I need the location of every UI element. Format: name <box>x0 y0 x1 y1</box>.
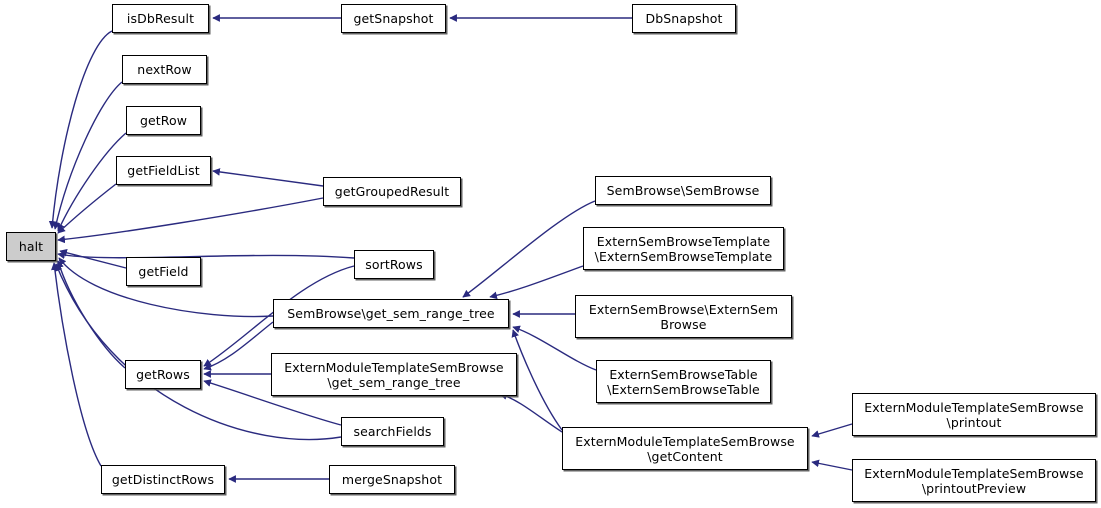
node-getField[interactable]: getField <box>126 257 201 286</box>
node-semBrowse[interactable]: SemBrowse\SemBrowse <box>595 176 771 205</box>
edge-searchFields-to-halt <box>54 263 342 441</box>
node-nextRow[interactable]: nextRow <box>122 55 207 84</box>
edge-getField-to-halt <box>59 249 127 269</box>
node-extModRangeTree[interactable]: ExternModuleTemplateSemBrowse \get_sem_r… <box>271 353 517 396</box>
node-getRows[interactable]: getRows <box>125 360 201 389</box>
node-extSemBrowse[interactable]: ExternSemBrowse\ExternSem Browse <box>575 295 792 338</box>
node-sortRows[interactable]: sortRows <box>354 250 434 279</box>
edge-getGroupedResult-to-getFieldList <box>212 168 324 187</box>
edge-semBrowse-to-semRangeTree <box>462 200 596 298</box>
node-printoutPreview[interactable]: ExternModuleTemplateSemBrowse \printoutP… <box>852 459 1096 502</box>
edge-getFieldList-to-halt <box>57 183 117 234</box>
node-searchFields[interactable]: searchFields <box>341 417 444 446</box>
node-extSemTemplate[interactable]: ExternSemBrowseTemplate \ExternSemBrowse… <box>583 227 784 270</box>
edge-getRows-to-halt <box>56 260 126 369</box>
edge-isDbResult-to-halt <box>48 30 113 229</box>
edge-getContent-to-extModRangeTree <box>499 392 563 433</box>
node-getDistinctRows[interactable]: getDistinctRows <box>101 465 225 494</box>
node-getRow[interactable]: getRow <box>126 106 201 135</box>
node-extSemTable[interactable]: ExternSemBrowseTable \ExternSemBrowseTab… <box>596 360 771 403</box>
edge-nextRow-to-halt <box>52 81 123 230</box>
node-getGroupedResult[interactable]: getGroupedResult <box>323 177 461 206</box>
node-getContent[interactable]: ExternModuleTemplateSemBrowse \getConten… <box>562 427 808 470</box>
edge-semRangeTree-to-getRows <box>203 321 274 371</box>
edge-getDistinctRows-to-halt <box>50 262 102 467</box>
edge-printoutPreview-to-getContent <box>811 459 853 471</box>
node-getFieldList[interactable]: getFieldList <box>116 156 211 185</box>
node-mergeSnapshot[interactable]: mergeSnapshot <box>329 465 455 494</box>
edge-sortRows-to-halt <box>57 251 355 260</box>
node-isDbResult[interactable]: isDbResult <box>112 4 209 33</box>
node-semRangeTree[interactable]: SemBrowse\get_sem_range_tree <box>273 299 509 328</box>
node-printout[interactable]: ExternModuleTemplateSemBrowse \printout <box>852 393 1096 436</box>
node-halt[interactable]: halt <box>6 232 56 261</box>
node-DbSnapshot[interactable]: DbSnapshot <box>632 4 736 33</box>
edge-getContent-to-semRangeTree <box>511 329 563 431</box>
edge-extSemTemplate-to-semRangeTree <box>489 265 584 300</box>
node-getSnapshot[interactable]: getSnapshot <box>341 4 446 33</box>
edge-getGroupedResult-to-halt <box>57 197 324 244</box>
edge-printout-to-getContent <box>811 423 853 438</box>
